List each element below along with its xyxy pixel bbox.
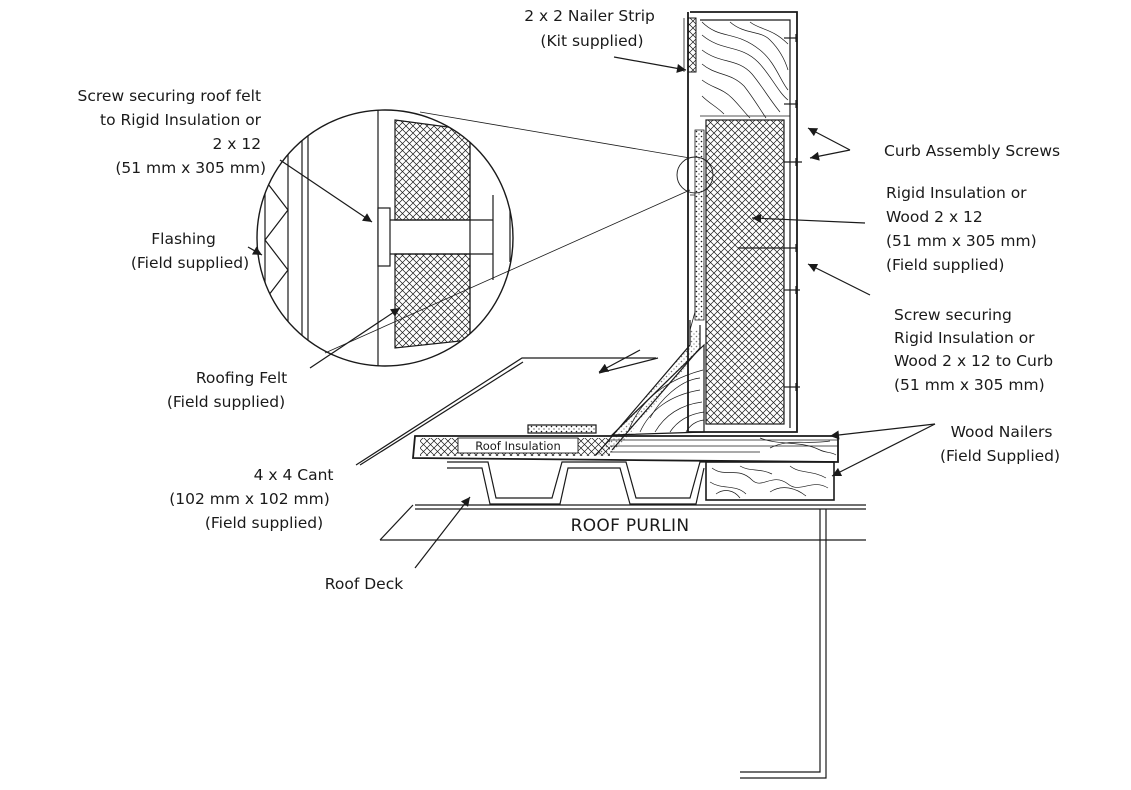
roof-deck-label: Roof Deck [325, 575, 403, 593]
curb-screws-label: Curb Assembly Screws [884, 142, 1060, 160]
roof-purlin-label: ROOF PURLIN [571, 516, 690, 536]
roofing-felt-label: Roofing Felt (Field supplied) [167, 369, 292, 411]
flashing-label: Flashing (Field supplied) [131, 230, 249, 272]
curb-assembly [527, 11, 802, 456]
lower-wood-nailer [705, 461, 835, 501]
magnified-detail [256, 109, 714, 367]
cant-label: 4 x 4 Cant (102 mm x 102 mm) (Field supp… [169, 466, 338, 532]
leader-lines [247, 56, 936, 569]
wood-nailers-label: Wood Nailers (Field Supplied) [940, 423, 1060, 465]
nailer-block-grain [700, 21, 790, 119]
curb-screws [738, 34, 802, 391]
cant-block [610, 343, 705, 436]
roof-layers: Roof Insulation ROOF PURLIN [379, 435, 866, 779]
roof-deck-profile [447, 461, 706, 499]
roof-insulation-label-box [457, 437, 579, 454]
nailer-strip-label: 2 x 2 Nailer Strip (Kit supplied) [524, 7, 660, 50]
screw-felt-label: Screw securing roof felt to Rigid Insula… [78, 87, 266, 177]
rigid-insulation-label: Rigid Insulation or Wood 2 x 12 (51 mm x… [886, 184, 1042, 274]
rigid-insulation-panel [705, 119, 785, 425]
roof-insulation-label: Roof Insulation [475, 439, 560, 453]
screw-curb-label: Screw securing Rigid Insulation or Wood … [894, 306, 1058, 394]
callouts: 2 x 2 Nailer Strip (Kit supplied) Screw … [78, 7, 1061, 593]
nailer-strip [687, 17, 697, 73]
